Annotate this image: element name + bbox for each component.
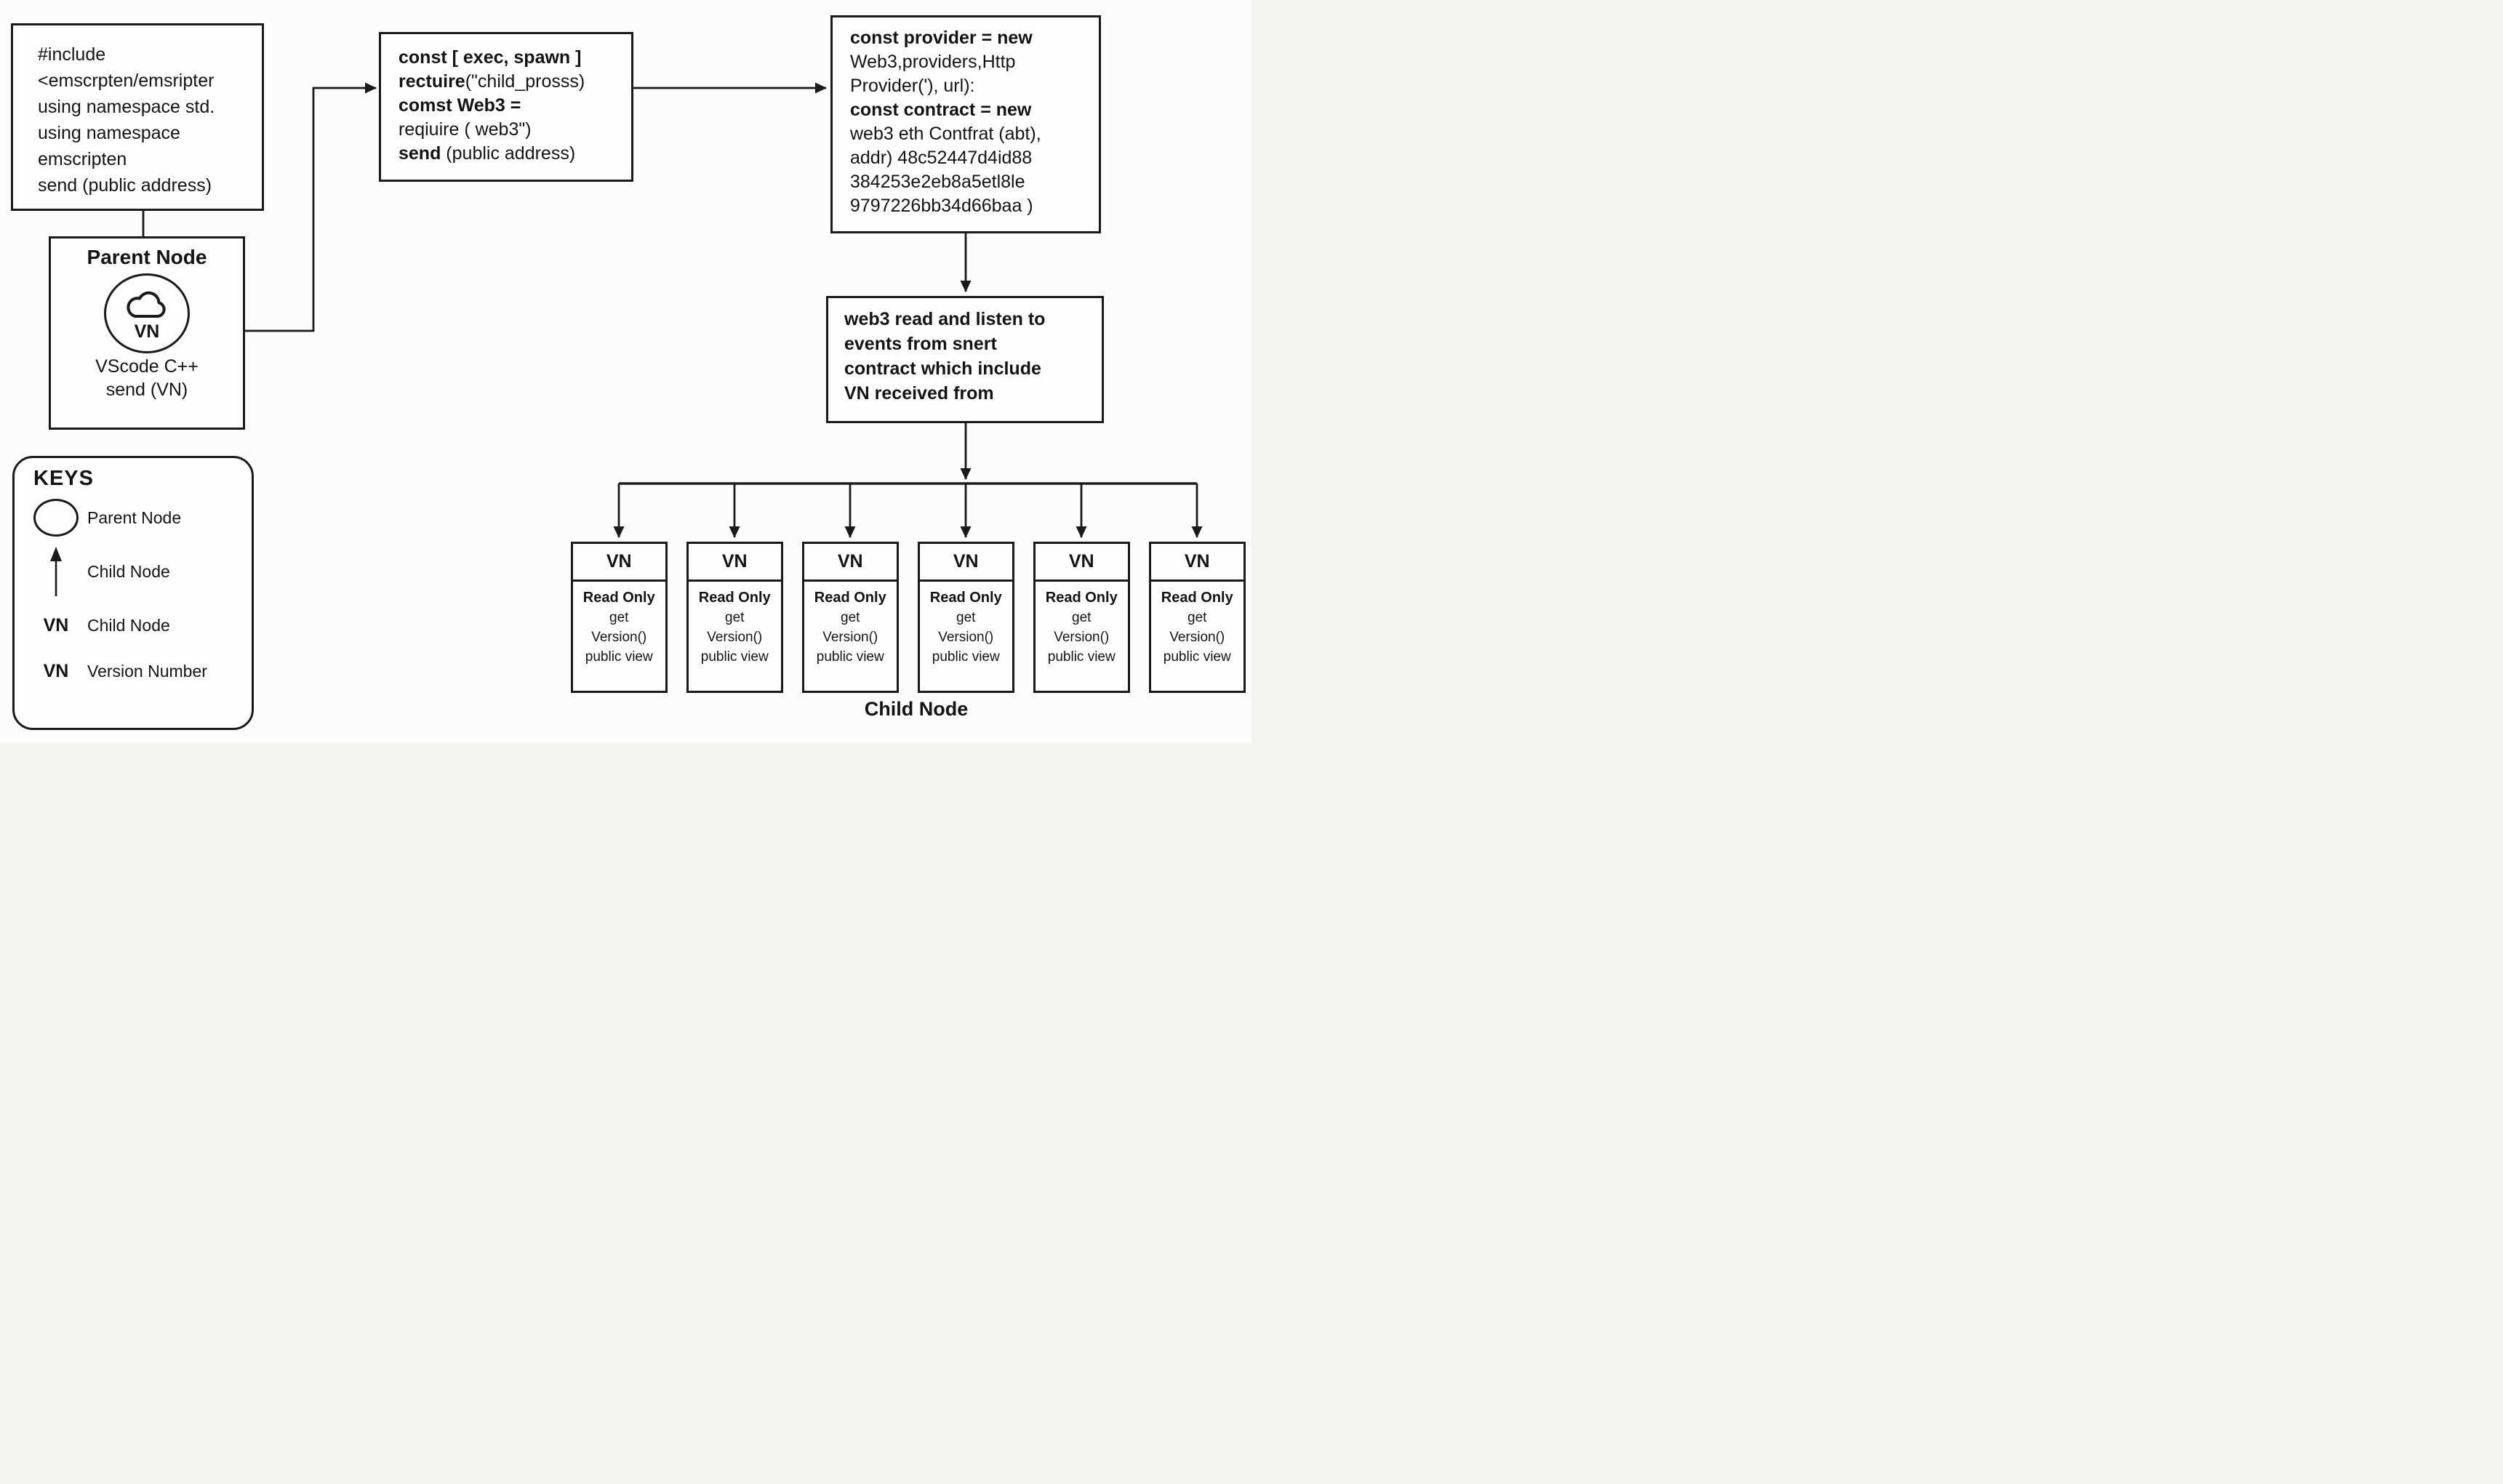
child-vn-header: VN [573,544,665,582]
text-line: events from snert [844,334,997,354]
child-node-box: VN Read Only get Version() public view [1033,542,1130,693]
code-line: const contract = new [850,100,1032,120]
connector-lines [142,82,1203,538]
flowchart-diagram: #include <emscrpten/emsripter using name… [0,0,1252,742]
spawn-code-box: const [ exec, spawn ] rectuire("child_pr… [379,32,633,182]
code-line: const [ exec, spawn ] [399,47,582,68]
child-node-box: VN Read Only get Version() public view [1149,542,1246,693]
code-line: #include [38,44,106,65]
code-line: using namespace [38,123,180,143]
child-read-only: Read Only [582,590,655,606]
child-node-box: VN Read Only get Version() public view [802,542,899,693]
child-body-line: public view [932,649,1000,665]
code-line: using namespace std. [38,97,215,117]
parent-node-subtitle: send (VN) [105,380,188,400]
child-read-only: Read Only [814,590,886,606]
child-body-line: get [841,610,860,625]
code-line: Web3,providers,Http [850,52,1016,72]
code-keyword: send [399,143,441,164]
code-line: 9797226bb34d66baa ) [850,196,1033,216]
include-code-box: #include <emscrpten/emsripter using name… [11,23,264,211]
child-vn-header: VN [689,544,781,582]
keys-legend: KEYS Parent Node Child Node VN Child Nod… [12,456,254,730]
legend-label: Child Node [87,615,170,635]
cloud-icon [123,287,171,324]
parent-vn-badge: VN [134,321,160,342]
child-node-box: VN Read Only get Version() public view [571,542,668,693]
child-body-line: Version() [591,630,647,645]
code-line: 384253e2eb8a5etl8le [850,172,1025,192]
child-body-line: get [725,610,745,625]
child-vn-header: VN [804,544,897,582]
parent-node-subtitle: VScode C++ [95,356,199,377]
child-body-line: public view [1163,649,1231,665]
child-body-line: get [1188,610,1207,625]
child-node-row: VN Read Only get Version() public view V… [571,542,1246,693]
child-read-only: Read Only [1045,590,1118,606]
child-body-line: public view [816,649,884,665]
child-body-line: Version() [707,630,763,645]
child-body-line: get [609,610,629,625]
code-line: rectuire("child_prosss) [399,70,627,94]
child-body-line: Version() [938,630,994,645]
child-read-only: Read Only [1161,590,1233,606]
child-vn-header: VN [920,544,1012,582]
arrow-up-icon [25,540,87,603]
text-line: web3 read and listen to [844,309,1046,329]
code-line: emscripten [38,149,127,169]
parent-node-box: Parent Node VN VScode C++ send (VN) [49,236,245,430]
code-line: reqiuire ( web3") [399,119,532,140]
legend-label: Version Number [87,661,207,681]
code-line: addr) 48c52447d4id88 [850,148,1033,168]
code-keyword: rectuire [399,71,465,92]
child-node-box: VN Read Only get Version() public view [918,542,1014,693]
code-line: send (public address) [38,175,212,196]
connector-parent-to-spawn [245,82,377,332]
child-body-line: get [956,610,976,625]
child-vn-header: VN [1036,544,1128,582]
legend-vn-symbol: VN [43,614,69,635]
text-line: contract which include [844,358,1041,379]
legend-label: Child Node [87,561,170,581]
code-line: comst Web3 = [399,95,521,116]
parent-node-circle: VN [104,273,190,353]
child-node-box: VN Read Only get Version() public view [686,542,783,693]
keys-title: KEYS [33,467,94,490]
child-body-line: get [1072,610,1092,625]
child-body-line: public view [1047,649,1116,665]
legend-vn-symbol: VN [43,660,69,681]
child-body-line: Version() [822,630,878,645]
code-text: ("child_prosss) [465,71,585,92]
child-read-only: Read Only [698,590,771,606]
child-vn-header: VN [1151,544,1244,582]
provider-code-box: const provider = new Web3,providers,Http… [830,15,1101,233]
child-body-line: Version() [1169,630,1225,645]
child-body-line: Version() [1054,630,1110,645]
child-body-line: public view [585,649,653,665]
code-line: const provider = new [850,28,1033,48]
code-line: <emscrpten/emsripter [38,71,215,91]
text-line: VN received from [844,383,994,404]
child-node-caption: Child Node [864,698,969,720]
code-line: send (public address) [399,142,627,166]
code-line: web3 eth Contfrat (abt), [850,124,1041,144]
circle-icon [25,495,87,540]
code-line: Provider('), url): [850,76,975,96]
legend-label: Parent Node [87,508,182,527]
child-body-line: public view [700,649,769,665]
child-read-only: Read Only [929,590,1002,606]
code-text: (public address) [441,143,576,164]
parent-node-title: Parent Node [87,246,207,268]
web3-events-box: web3 read and listen to events from sner… [826,296,1104,423]
